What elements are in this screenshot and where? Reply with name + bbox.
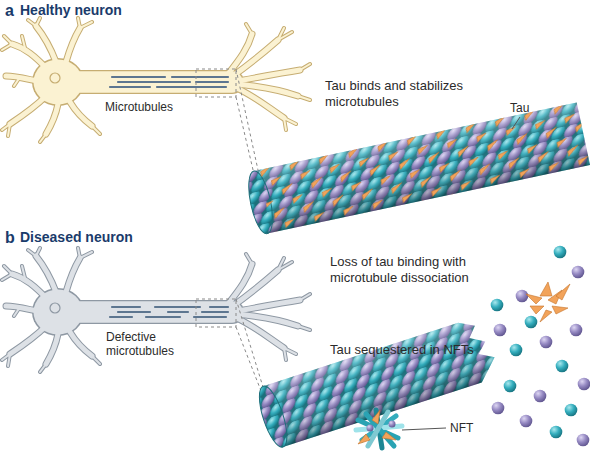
stable-microtubule: [244, 102, 590, 235]
panel-title: Diseased neuron: [20, 229, 180, 246]
dissociating-microtubule: [254, 315, 501, 450]
part-label: NFT: [450, 421, 500, 435]
axon-microtubules: [110, 77, 228, 87]
panel-letter: b: [5, 228, 21, 247]
panel-letter: a: [5, 1, 21, 20]
healthy-neuron: [2, 18, 310, 142]
part-label: Defective microtubules: [106, 330, 196, 359]
neurofibrillary-tangle: [356, 410, 402, 448]
leader-line: [402, 428, 446, 430]
leader-line: [512, 117, 520, 129]
annotation: Tau sequestered in NFTs: [330, 342, 530, 358]
part-label: Tau: [510, 101, 550, 115]
free-tubulin: [491, 246, 590, 447]
diseased-neuron: [2, 248, 310, 372]
part-label: Microtubules: [105, 100, 205, 114]
annotation: Loss of tau binding with microtubule dis…: [330, 254, 510, 285]
axon-microtubules: [110, 307, 228, 317]
annotation: Tau binds and stabilizes microtubules: [325, 78, 505, 109]
tau-clump: [526, 282, 570, 322]
panel-title: Healthy neuron: [20, 2, 180, 19]
